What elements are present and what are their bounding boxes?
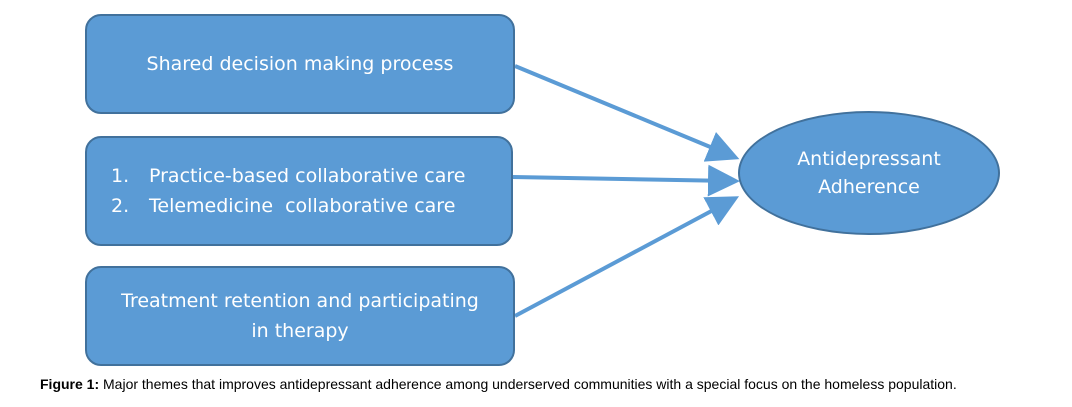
figure-caption: Figure 1: Major themes that improves ant… — [40, 376, 1050, 392]
list-text: Telemedicine collaborative care — [149, 195, 456, 217]
shared-decision-label: Shared decision making process — [146, 53, 454, 75]
treatment-retention-line: in therapy — [251, 320, 349, 342]
arrow-from-treatment-retention — [514, 196, 740, 318]
list-item: 2. Telemedicine collaborative care — [111, 191, 511, 221]
list-item: 1. Practice-based collaborative care — [111, 161, 511, 191]
arrow-from-collaborative-care — [512, 164, 740, 197]
list-number: 2. — [111, 195, 130, 217]
shared-decision-box: Shared decision making process — [85, 14, 515, 114]
list-text: Practice-based collaborative care — [149, 165, 466, 187]
ellipse-label-line: Antidepressant — [797, 148, 941, 170]
antidepressant-adherence-ellipse: Antidepressant Adherence — [738, 111, 1000, 235]
treatment-retention-line: Treatment retention and participating — [121, 290, 479, 312]
arrow-from-shared-decision — [514, 64, 740, 162]
list-number: 1. — [111, 165, 130, 187]
ellipse-label-line: Adherence — [818, 176, 920, 198]
treatment-retention-box: Treatment retention and participating in… — [85, 266, 515, 366]
collaborative-care-box: 1. Practice-based collaborative care 2. … — [85, 136, 513, 246]
caption-text: Major themes that improves antidepressan… — [99, 376, 957, 392]
caption-label: Figure 1: — [40, 376, 100, 392]
